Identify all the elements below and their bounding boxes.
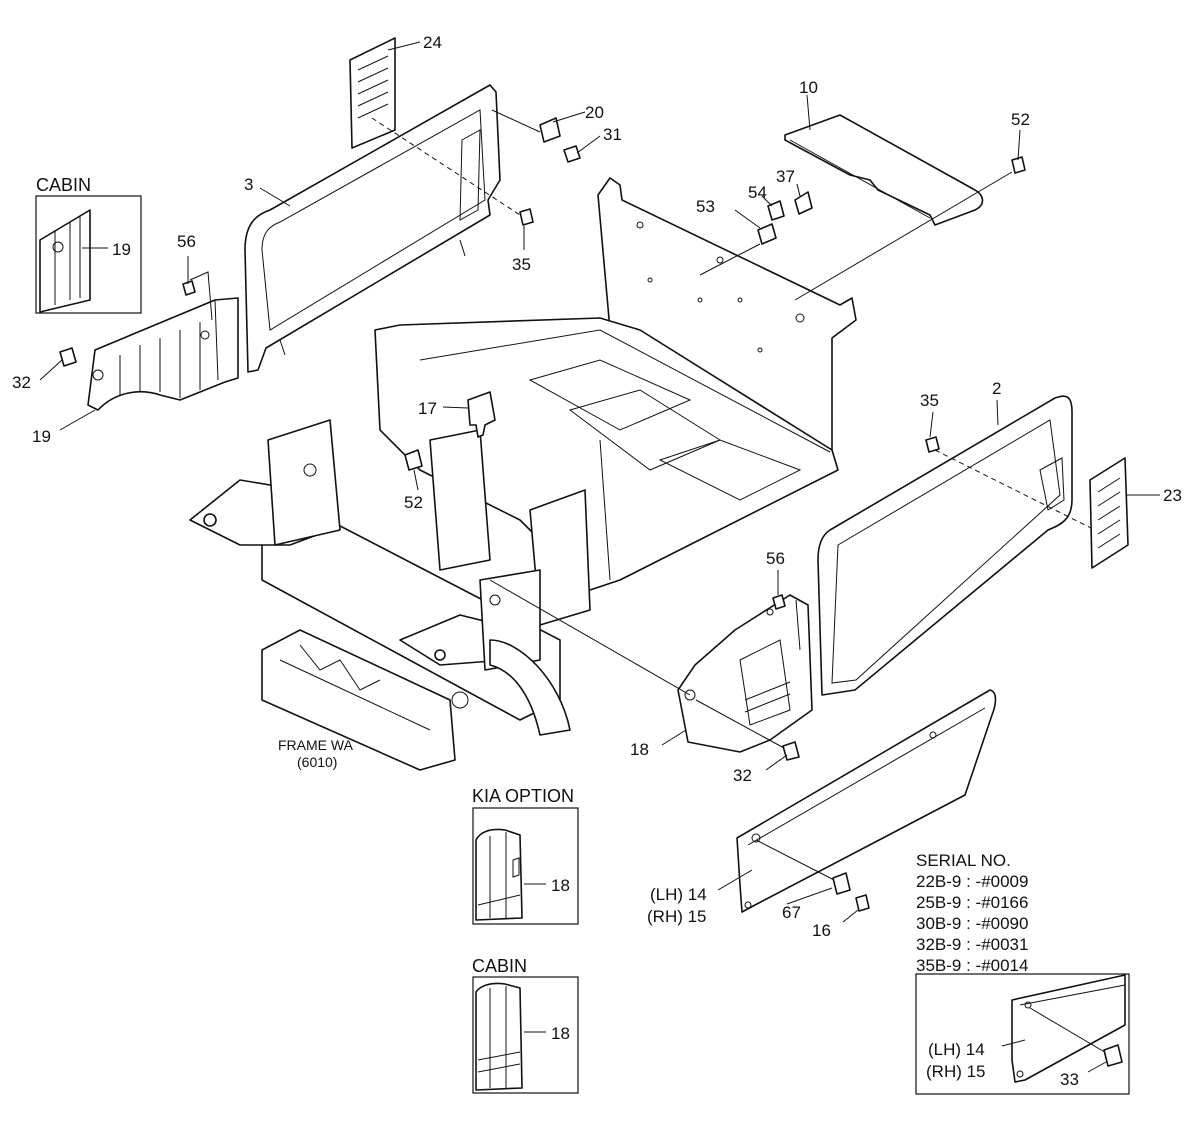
part-3-frame — [244, 84, 501, 373]
part-35-bolt-a — [519, 208, 534, 226]
serial-inset — [915, 973, 1130, 1095]
part-32-bolt-a — [59, 347, 77, 367]
part-10-cover — [784, 114, 984, 226]
part-19-fender — [87, 297, 239, 411]
main-frame — [189, 177, 857, 771]
kia-option-title: KIA OPTION — [472, 786, 574, 806]
label-56-left: 56 — [177, 232, 196, 251]
serial-line-4: 32B-9 : -#0031 — [916, 935, 1028, 954]
label-24: 24 — [423, 33, 442, 52]
part-20-bracket — [491, 109, 561, 143]
label-53: 53 — [696, 197, 715, 216]
serial-line-1: 22B-9 : -#0009 — [916, 872, 1028, 891]
cabin-title-top: CABIN — [36, 175, 91, 195]
label-33: 33 — [1060, 1070, 1079, 1089]
leader-lines — [39, 41, 1160, 1073]
serial-title: SERIAL NO. — [916, 851, 1011, 870]
frame-code: (6010) — [297, 754, 337, 770]
label-31: 31 — [603, 125, 622, 144]
label-32-left: 32 — [12, 373, 31, 392]
label-35-right: 35 — [920, 391, 939, 410]
serial-line-5: 35B-9 : -#0014 — [916, 956, 1028, 975]
part-16-washer — [855, 894, 870, 912]
part-56-bolt-b — [772, 594, 786, 610]
part-37-bolt — [794, 191, 813, 215]
serial-block: SERIAL NO. 22B-9 : -#0009 25B-9 : -#0166… — [916, 851, 1028, 975]
label-37: 37 — [776, 167, 795, 186]
label-35-top: 35 — [512, 255, 531, 274]
part-24-louver — [349, 37, 396, 149]
lh14-inset: (LH) 14 — [928, 1040, 985, 1059]
label-54: 54 — [748, 183, 767, 202]
cabin-title-bottom: CABIN — [472, 956, 527, 976]
part-32-bolt-b — [782, 741, 800, 761]
part-number-labels: 24 20 31 10 52 3 37 54 53 35 56 19 32 19… — [12, 33, 1182, 1089]
label-18-kia: 18 — [551, 876, 570, 895]
part-53-pin — [699, 223, 777, 276]
label-3: 3 — [244, 175, 253, 194]
part-2-panel — [817, 395, 1073, 696]
rh15-inset: (RH) 15 — [926, 1062, 986, 1081]
cabin-inset-top — [35, 195, 142, 314]
part-56-bolt-a — [182, 271, 213, 321]
part-52-bolt-b — [404, 449, 423, 471]
part-52-bolt-a — [1011, 156, 1026, 174]
frame-label: FRAME WA — [278, 737, 354, 753]
label-52-top: 52 — [1011, 110, 1030, 129]
label-32-right: 32 — [733, 766, 752, 785]
rh15-main: (RH) 15 — [647, 907, 707, 926]
label-56-right: 56 — [766, 549, 785, 568]
label-2: 2 — [992, 379, 1001, 398]
label-19-fender: 19 — [32, 427, 51, 446]
part-31-bolt — [563, 145, 581, 163]
part-14-15-skirt — [736, 689, 997, 913]
label-52-mid: 52 — [404, 493, 423, 512]
label-17: 17 — [418, 399, 437, 418]
section-labels: CABIN KIA OPTION CABIN FRAME WA (6010) (… — [36, 175, 986, 1081]
part-23-louver — [1089, 457, 1129, 569]
kia-option-inset — [472, 807, 579, 925]
label-19-cabin: 19 — [112, 240, 131, 259]
part-35-bolt-b — [925, 436, 940, 453]
serial-line-2: 25B-9 : -#0166 — [916, 893, 1028, 912]
part-67-bolt — [832, 872, 851, 895]
label-20: 20 — [585, 103, 604, 122]
cabin-inset-bottom — [472, 976, 579, 1094]
part-17-latch — [467, 391, 496, 438]
lh14-main: (LH) 14 — [650, 885, 707, 904]
label-10: 10 — [799, 78, 818, 97]
serial-line-3: 30B-9 : -#0090 — [916, 914, 1028, 933]
label-67: 67 — [782, 903, 801, 922]
label-18-cabin: 18 — [551, 1024, 570, 1043]
label-23: 23 — [1163, 486, 1182, 505]
part-18-fender — [677, 594, 813, 753]
label-18-fender: 18 — [630, 740, 649, 759]
label-16: 16 — [812, 921, 831, 940]
